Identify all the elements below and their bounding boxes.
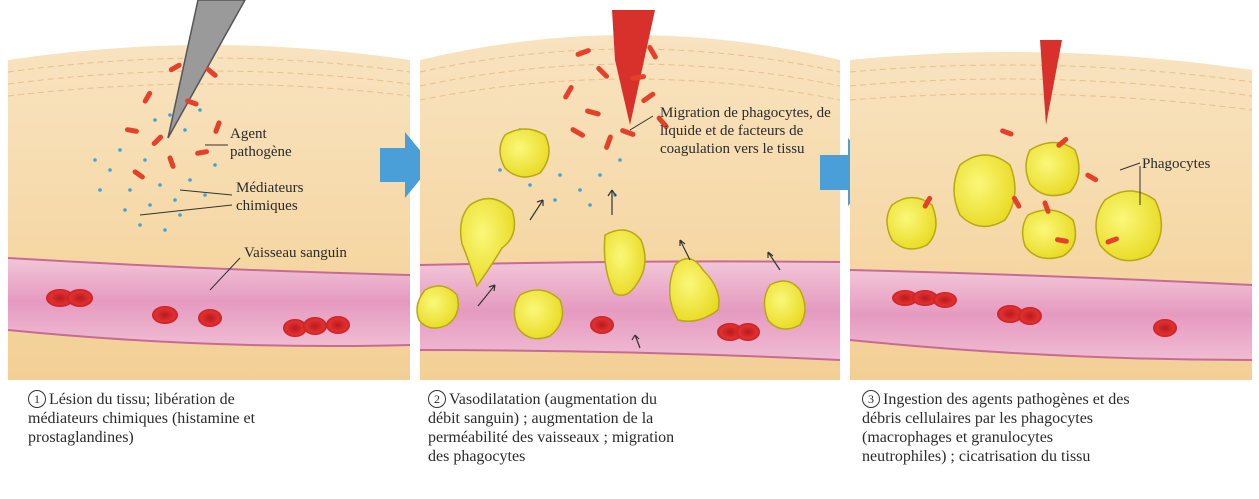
label-vessel: Vaisseau sanguin	[244, 245, 347, 261]
panel-1: Agentpathogène Médiateurschimiques Vaiss…	[8, 0, 410, 380]
panel-3: Phagocytes	[850, 40, 1252, 380]
panel-2: Migration de phagocytes, de liquide et d…	[417, 10, 850, 380]
step-number-1: 1	[28, 390, 46, 408]
label-migration: Migration de phagocytes, de liquide et d…	[660, 104, 838, 158]
label-phagocytes: Phagocytes	[1142, 156, 1210, 172]
step-number-2: 2	[428, 390, 446, 408]
caption-step-3: 3Ingestion des agents pathogènes et des …	[862, 390, 1252, 466]
caption-step-2: 2Vasodilatation (augmentation du débit s…	[428, 390, 828, 466]
caption-step-1: 1Lésion du tissu; libération de médiateu…	[28, 390, 388, 447]
step-number-3: 3	[862, 390, 880, 408]
